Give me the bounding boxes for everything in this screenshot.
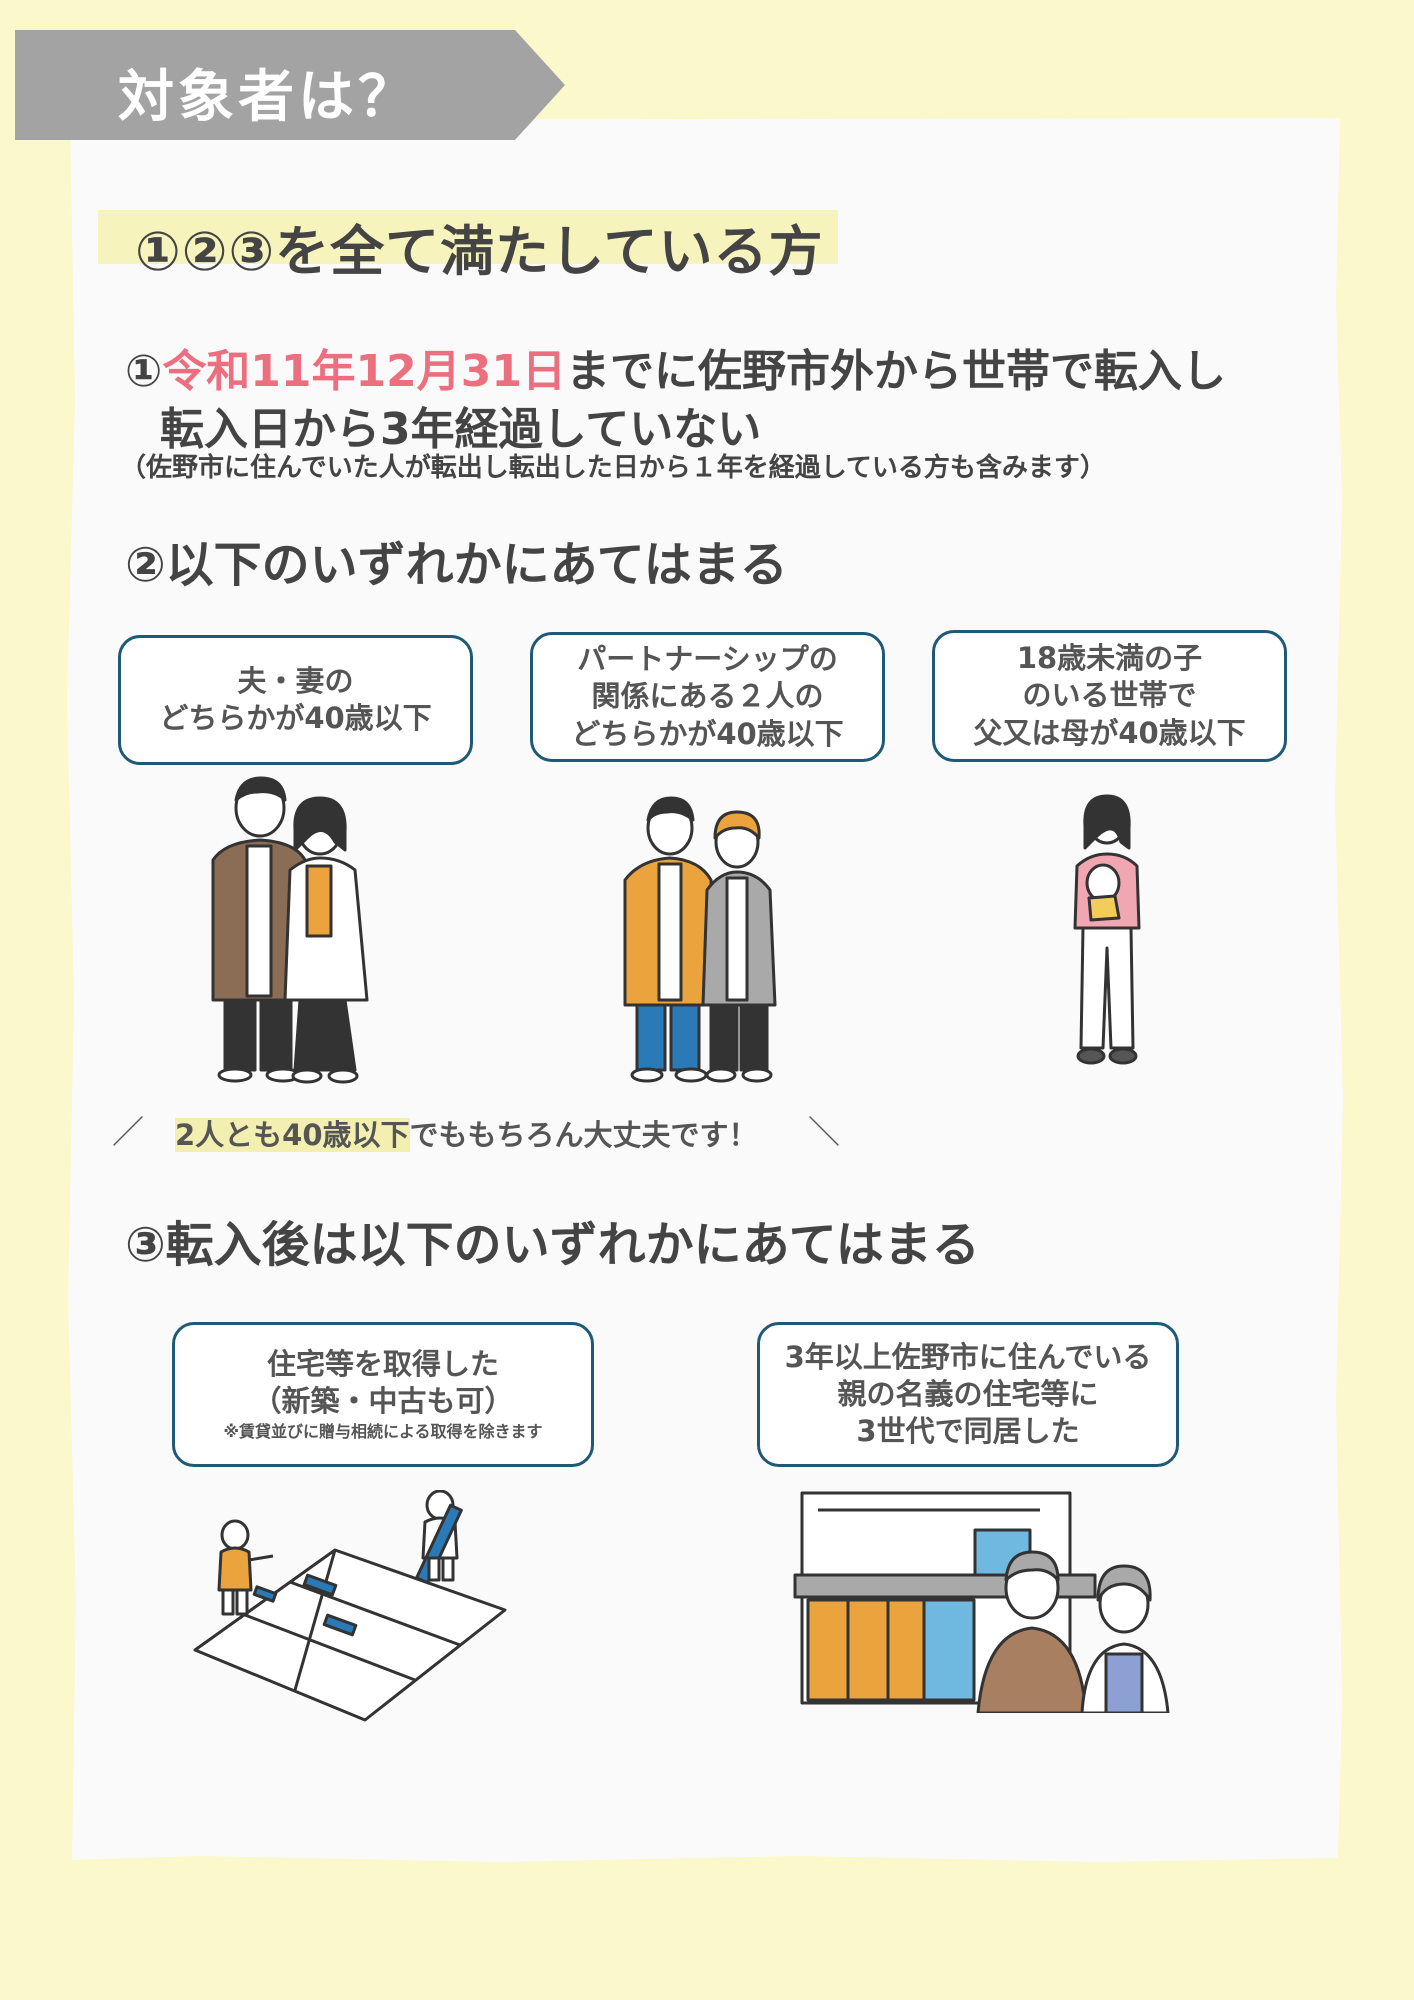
note-rest: でももちろん大丈夫です！: [409, 1118, 758, 1152]
floorplan-illustration: [193, 1490, 507, 1722]
box-line: 3年以上佐野市に住んでいる: [784, 1339, 1152, 1374]
box-line: 父又は母が40歳以下: [973, 715, 1246, 750]
box-line: 関係にある２人の: [591, 679, 824, 714]
box-line: どちらかが40歳以下: [571, 716, 844, 751]
box-line: 夫・妻の: [237, 663, 354, 698]
condition-box-child: 18歳未満の子 のいる世帯で 父又は母が40歳以下: [932, 630, 1287, 762]
item2-heading: ②以下のいずれかにあてはまる: [125, 537, 788, 593]
box-small-note: ※賃貸並びに贈与相続による取得を除きます: [223, 1422, 543, 1442]
box-line: （新築・中古も可）: [252, 1384, 514, 1419]
box-line: 3世代で同居した: [856, 1414, 1080, 1449]
title-banner: [15, 30, 565, 140]
requirement-heading: ①②③を全て満たしている方: [135, 220, 824, 283]
box-line: 住宅等を取得した: [266, 1347, 499, 1382]
condition-box-three-generation: 3年以上佐野市に住んでいる 親の名義の住宅等に 3世代で同居した: [757, 1322, 1179, 1467]
box-line: のいる世帯で: [1022, 678, 1197, 713]
note-highlight: 2人とも40歳以下: [175, 1118, 410, 1152]
item2-note: 2人とも40歳以下でももちろん大丈夫です！: [175, 1112, 758, 1154]
box-line: どちらかが40歳以下: [159, 701, 432, 735]
item1-prefix: ①: [125, 346, 163, 397]
item1-line1: ①令和11年12月31日までに佐野市外から世帯で転入し: [125, 335, 1226, 399]
condition-box-partnership: パートナーシップの 関係にある２人の どちらかが40歳以下: [530, 632, 885, 762]
partnership-illustration: [623, 796, 777, 1083]
box-line: 親の名義の住宅等に: [837, 1376, 1099, 1411]
item1-note: （佐野市に住んでいた人が転出し転出した日から１年を経過している方も含みます）: [120, 453, 1106, 483]
couple-illustration: [211, 776, 369, 1084]
item1-date: 令和11年12月31日: [162, 346, 566, 397]
note-left-slash: ／: [112, 1113, 145, 1151]
heading-highlight: [98, 210, 838, 264]
box-line: 18歳未満の子: [1016, 641, 1203, 676]
condition-box-housing: 住宅等を取得した （新築・中古も可） ※賃貸並びに贈与相続による取得を除きます: [172, 1322, 594, 1467]
note-right-slash: ＼: [808, 1113, 841, 1151]
box-line: パートナーシップの: [577, 642, 838, 677]
item1-line2: 転入日から3年経過していない: [160, 404, 762, 455]
item1-line1-rest: までに佐野市外から世帯で転入し: [565, 346, 1226, 397]
page-title: 対象者は？: [118, 65, 418, 130]
mother-baby-illustration: [1073, 794, 1141, 1065]
item3-heading: ③転入後は以下のいずれかにあてはまる: [125, 1217, 980, 1273]
house-grandparents-illustration: [793, 1491, 1170, 1713]
condition-box-married: 夫・妻の どちらかが40歳以下: [118, 635, 473, 765]
